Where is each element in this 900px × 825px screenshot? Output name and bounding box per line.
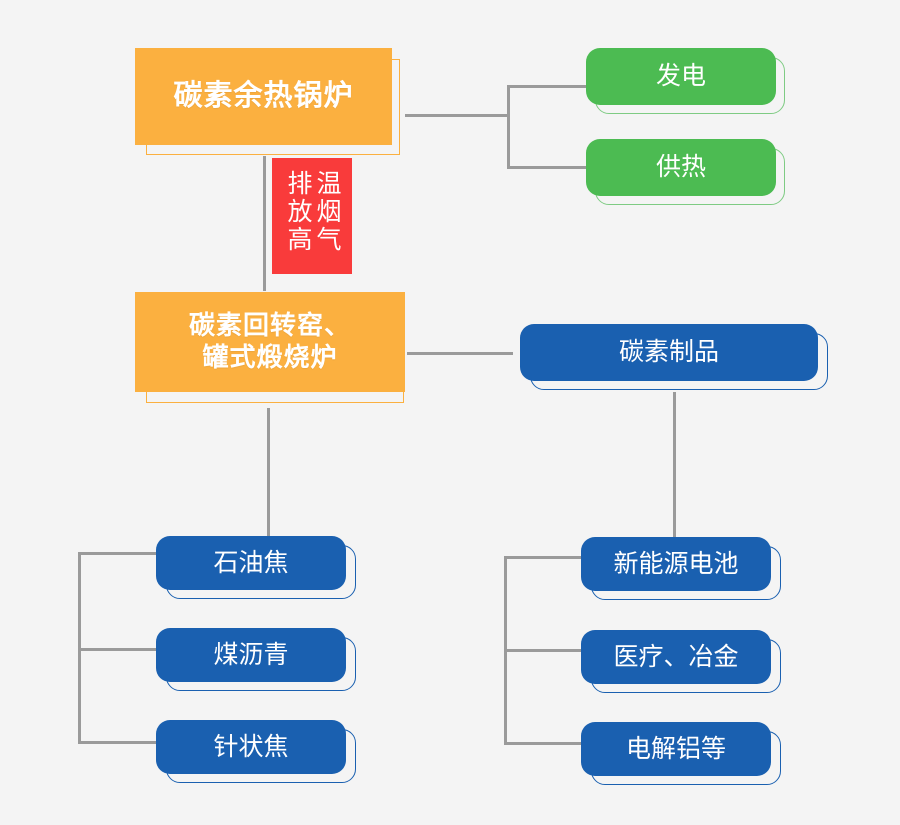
node-raw-material-3[interactable]: 针状焦 <box>156 720 346 774</box>
connector-kiln-to-products <box>407 352 513 355</box>
bracket-raw-materials-stub-1 <box>78 552 156 555</box>
node-high-temp-emission[interactable]: 温烟气 排放高 <box>272 158 352 274</box>
node-application-3[interactable]: 电解铝等 <box>581 722 771 776</box>
connector-split-to-heat <box>507 166 589 169</box>
bracket-applications-stub-2 <box>504 649 582 652</box>
node-boiler[interactable]: 碳素余热锅炉 <box>135 48 392 145</box>
bracket-applications-stub-1 <box>504 556 582 559</box>
node-application-2[interactable]: 医疗、冶金 <box>581 630 771 684</box>
node-carbon-products[interactable]: 碳素制品 <box>520 324 818 381</box>
bracket-applications-stub-3 <box>504 742 582 745</box>
emission-text-column-right: 温烟气 <box>313 170 341 254</box>
node-power-generation[interactable]: 发电 <box>586 48 776 105</box>
connector-boiler-to-split <box>405 114 510 117</box>
bracket-raw-materials-stub-2 <box>78 648 156 651</box>
node-kiln[interactable]: 碳素回转窑、 罐式煅烧炉 <box>135 292 405 392</box>
connector-kiln-to-raw-materials <box>267 408 270 536</box>
node-raw-material-1[interactable]: 石油焦 <box>156 536 346 590</box>
node-raw-material-2[interactable]: 煤沥青 <box>156 628 346 682</box>
node-heat-supply[interactable]: 供热 <box>586 139 776 196</box>
connector-split-vertical-top <box>507 85 510 169</box>
connector-products-to-applications <box>673 392 676 537</box>
emission-text-column-left: 排放高 <box>284 170 312 254</box>
bracket-raw-materials-stub-3 <box>78 741 156 744</box>
connector-split-to-power <box>507 85 589 88</box>
node-application-1[interactable]: 新能源电池 <box>581 537 771 591</box>
connector-boiler-to-kiln <box>263 156 266 291</box>
